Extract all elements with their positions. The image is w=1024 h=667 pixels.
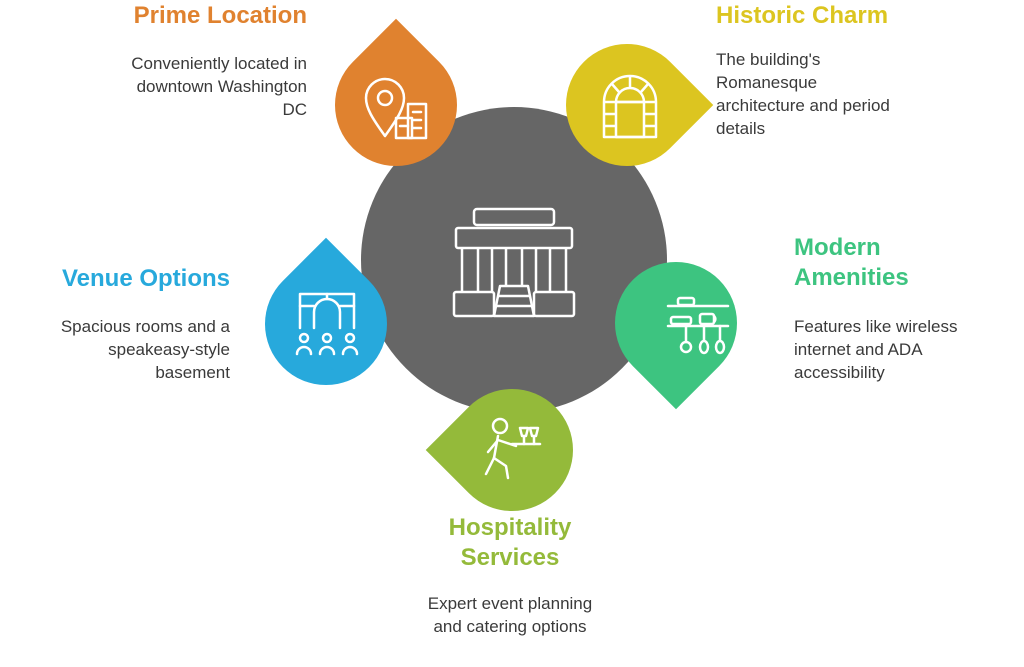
kitchen-shelf-icon bbox=[666, 296, 730, 355]
building-columns-icon bbox=[452, 207, 576, 318]
center-hub bbox=[361, 107, 667, 413]
prime-location-desc-line: Conveniently located in bbox=[131, 54, 307, 73]
historic-charm-desc-line: The building's bbox=[716, 50, 821, 69]
historic-charm-description: The building's Romanesque architecture a… bbox=[716, 48, 890, 140]
historic-charm-desc-line: Romanesque bbox=[716, 73, 818, 92]
venue-audience-icon bbox=[295, 292, 359, 356]
modern-amenities-desc-line: internet and ADA bbox=[794, 340, 923, 359]
petal-venue-options bbox=[265, 237, 387, 385]
waiter-icon bbox=[484, 417, 542, 480]
hospitality-services-description: Expert event planning and catering optio… bbox=[360, 592, 660, 638]
modern-amenities-description: Features like wireless internet and ADA … bbox=[794, 315, 957, 384]
historic-charm-desc-line: details bbox=[716, 119, 766, 138]
modern-amenities-title-line: Amenities bbox=[794, 264, 909, 291]
venue-options-desc-line: basement bbox=[155, 363, 230, 382]
hospitality-services-title: Hospitality Services bbox=[380, 513, 640, 573]
venue-options-desc-line: speakeasy-style bbox=[108, 340, 230, 359]
modern-amenities-title: Modern Amenities bbox=[794, 233, 909, 293]
map-pin-buildings-icon bbox=[364, 77, 428, 140]
hospitality-services-title-line: Services bbox=[460, 544, 560, 571]
prime-location-description: Conveniently located in downtown Washing… bbox=[131, 52, 307, 121]
hospitality-services-title-line: Hospitality bbox=[448, 514, 572, 541]
modern-amenities-desc-line: accessibility bbox=[794, 363, 885, 382]
historic-charm-title: Historic Charm bbox=[716, 2, 889, 29]
venue-options-title: Venue Options bbox=[61, 265, 230, 292]
petal-modern-amenities bbox=[615, 262, 737, 410]
venue-options-desc-line: Spacious rooms and a bbox=[60, 317, 230, 336]
hospitality-services-desc-line: Expert event planning bbox=[427, 594, 593, 613]
petal-hospitality-services bbox=[425, 389, 573, 511]
hospitality-services-desc-line: and catering options bbox=[433, 617, 587, 636]
prime-location-desc-line: DC bbox=[282, 100, 307, 119]
prime-location-title: Prime Location bbox=[133, 2, 307, 29]
prime-location-desc-line: downtown Washington bbox=[136, 77, 307, 96]
arched-window-icon bbox=[602, 74, 658, 139]
modern-amenities-desc-line: Features like wireless bbox=[794, 317, 958, 336]
venue-options-description: Spacious rooms and a speakeasy-style bas… bbox=[61, 315, 230, 384]
historic-charm-desc-line: architecture and period bbox=[716, 96, 890, 115]
modern-amenities-title-line: Modern bbox=[794, 234, 881, 261]
